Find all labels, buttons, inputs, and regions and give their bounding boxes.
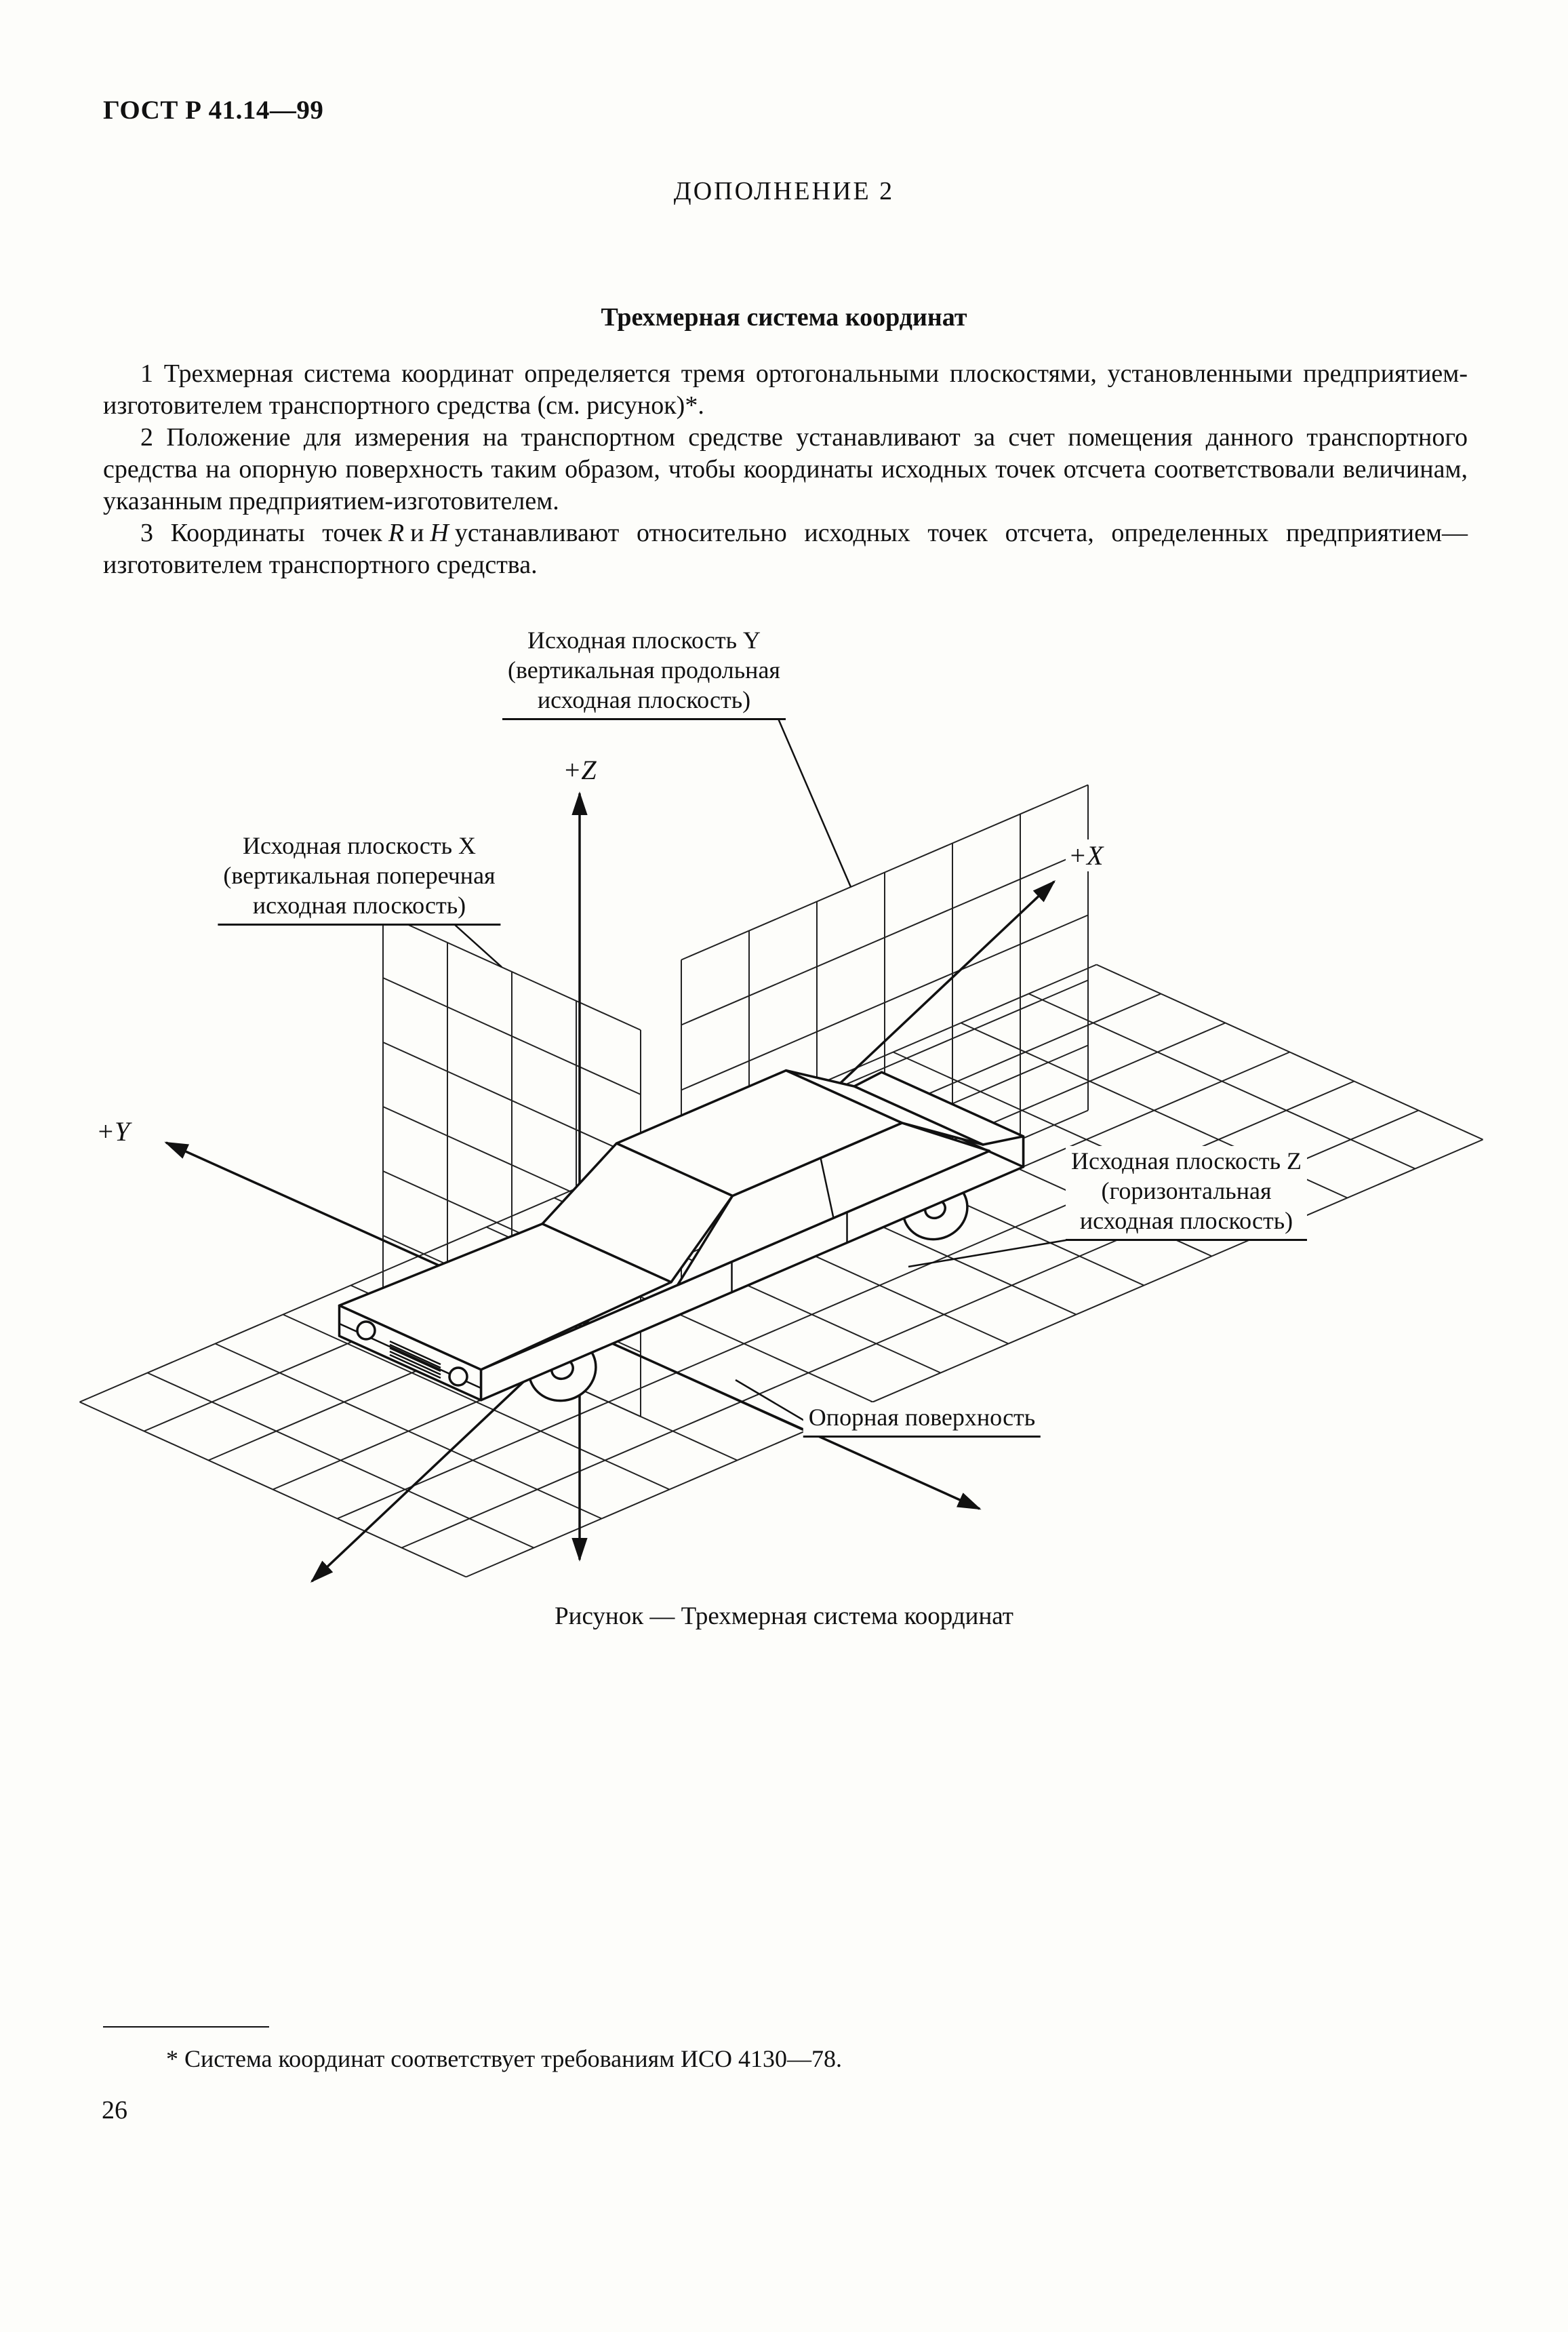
- label-plane-x-line1: Исходная плоскость X: [242, 832, 477, 859]
- label-support-surface-text: Опорная поверхность: [808, 1404, 1036, 1431]
- axis-z-label: +Z: [560, 754, 599, 786]
- axis-y-label: +Y: [94, 1115, 133, 1147]
- label-support-surface: Опорная поверхность: [803, 1402, 1041, 1438]
- point-h-symbol: H: [430, 519, 449, 547]
- section-title: Трехмерная система координат: [601, 303, 967, 332]
- body-text: 1 Трехмерная система координат определяе…: [103, 358, 1468, 581]
- page-number: 26: [102, 2096, 127, 2125]
- label-plane-z-line3: исходная плоскость): [1079, 1207, 1293, 1234]
- label-plane-z: Исходная плоскость Z (горизонтальная исх…: [1066, 1146, 1307, 1241]
- label-plane-x-line3: исходная плоскость): [252, 892, 466, 919]
- label-plane-y-line3: исходная плоскость): [537, 686, 751, 713]
- car-drawing: [338, 1069, 1025, 1402]
- plane-x-leader: [454, 924, 502, 968]
- label-plane-z-line2: (горизонтальная: [1101, 1177, 1272, 1204]
- plane-z-leader: [908, 1238, 1070, 1268]
- label-plane-x: Исходная плоскость X (вертикальная попер…: [218, 831, 501, 926]
- paragraph-3-suffix: устанавливают относительно исходных точе…: [103, 519, 1468, 579]
- paragraph-3-prefix: 3 Координаты точек: [140, 519, 382, 547]
- right-headlight: [448, 1366, 468, 1387]
- label-plane-z-line1: Исходная плоскость Z: [1071, 1147, 1302, 1174]
- point-r-symbol: R: [388, 519, 405, 547]
- label-plane-x-line2: (вертикальная поперечная: [223, 862, 496, 889]
- paragraph-2: 2 Положение для измерения на транспортно…: [103, 423, 1468, 515]
- paragraph-3-conjunction: и: [410, 519, 424, 547]
- three-d-coordinate-diagram: [79, 718, 1483, 1583]
- axis-x-label: +X: [1066, 839, 1106, 871]
- footnote-divider: [103, 2026, 269, 2028]
- label-plane-y: Исходная плоскость Y (вертикальная продо…: [502, 625, 786, 720]
- left-headlight: [356, 1320, 376, 1341]
- supplement-heading: ДОПОЛНЕНИЕ 2: [673, 177, 895, 205]
- label-plane-y-line2: (вертикальная продольная: [508, 656, 780, 684]
- support-surface-leader: [735, 1379, 811, 1425]
- label-plane-y-line1: Исходная плоскость Y: [527, 627, 761, 654]
- footnote: * Система координат соответствует требов…: [166, 2045, 843, 2072]
- figure: Исходная плоскость Y (вертикальная продо…: [75, 610, 1498, 1594]
- figure-caption: Рисунок — Трехмерная система координат: [555, 1602, 1013, 1630]
- paragraph-1: 1 Трехмерная система координат определяе…: [103, 359, 1468, 420]
- plane-y-leader: [777, 718, 852, 888]
- standard-number-header: ГОСТ Р 41.14—99: [103, 96, 324, 125]
- label-leader-lines: [454, 718, 1070, 1425]
